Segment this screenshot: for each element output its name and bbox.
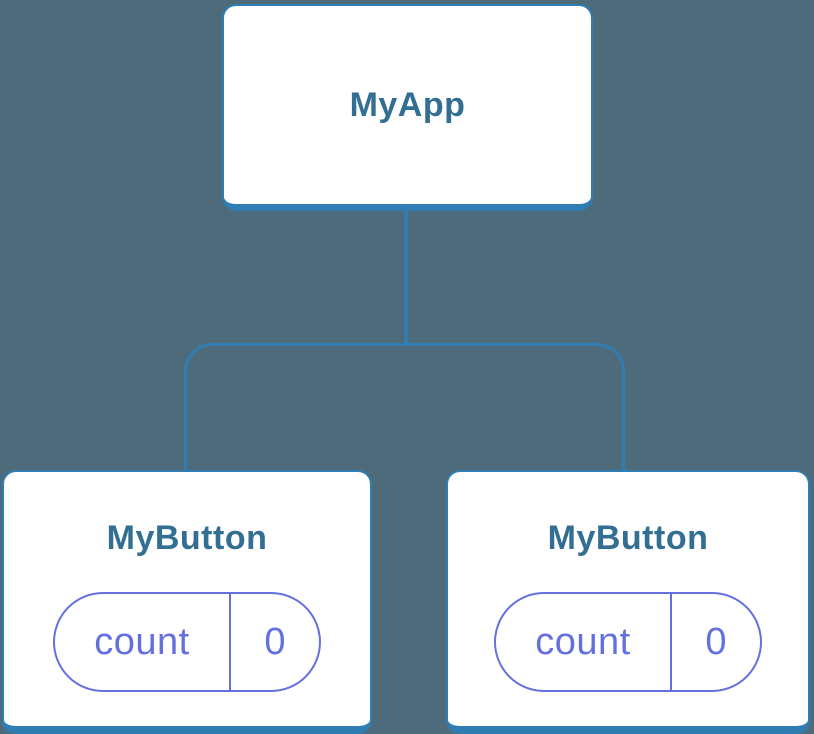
- children-connector-bracket: [184, 343, 625, 470]
- state-pill: count 0: [53, 592, 321, 692]
- root-component-label: MyApp: [349, 86, 466, 124]
- state-value: 0: [705, 620, 727, 663]
- state-name: count: [94, 620, 190, 663]
- child-component-label: MyButton: [547, 519, 709, 557]
- component-card-child-left: MyButton count 0: [2, 470, 372, 734]
- state-value: 0: [264, 620, 286, 663]
- component-card-child-right: MyButton count 0: [446, 470, 810, 734]
- child-component-label: MyButton: [106, 519, 268, 557]
- state-pill: count 0: [494, 592, 762, 692]
- pill-divider: [229, 594, 231, 690]
- root-connector-line: [404, 209, 408, 346]
- pill-divider: [670, 594, 672, 690]
- component-card-root: MyApp: [222, 4, 593, 211]
- state-name: count: [535, 620, 631, 663]
